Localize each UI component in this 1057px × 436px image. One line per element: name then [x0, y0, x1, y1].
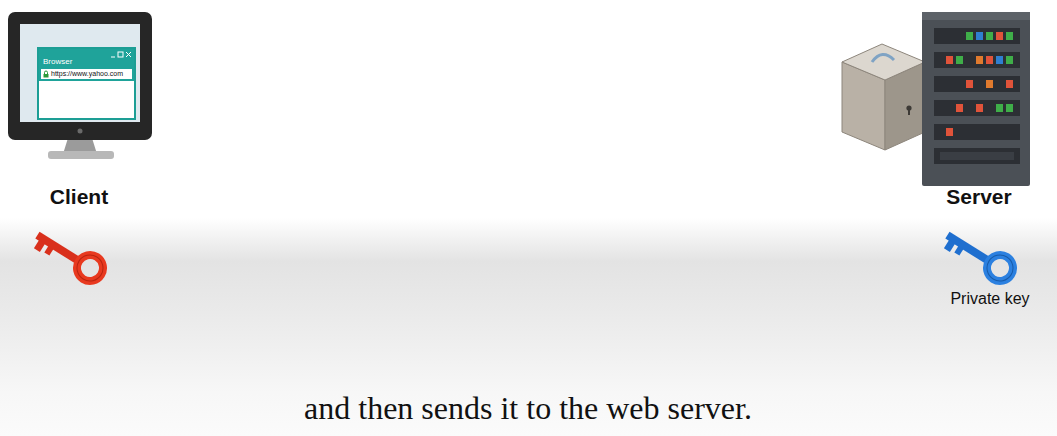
role-label: Server: [946, 185, 1011, 209]
role-label: Client: [50, 185, 108, 209]
window-controls: [110, 50, 132, 60]
subtitle: and then sends it to the web server.: [304, 390, 752, 427]
browser-window: Browser https://www.yahoo.com: [37, 47, 136, 120]
address-bar: https://www.yahoo.com: [41, 69, 132, 79]
window-title: Browser: [43, 57, 72, 66]
url-text: https://www.yahoo.com: [51, 70, 123, 78]
box-icon: [842, 44, 925, 150]
blue-key: [941, 224, 1018, 286]
title-bar: Browser: [39, 49, 134, 69]
lock-icon: [43, 70, 49, 78]
address-strip: https://www.yahoo.com: [39, 69, 134, 81]
red-key: [31, 224, 108, 286]
server-rack: [922, 12, 1030, 186]
key-label: Private key: [950, 290, 1029, 308]
monitor-icon: [8, 12, 152, 159]
